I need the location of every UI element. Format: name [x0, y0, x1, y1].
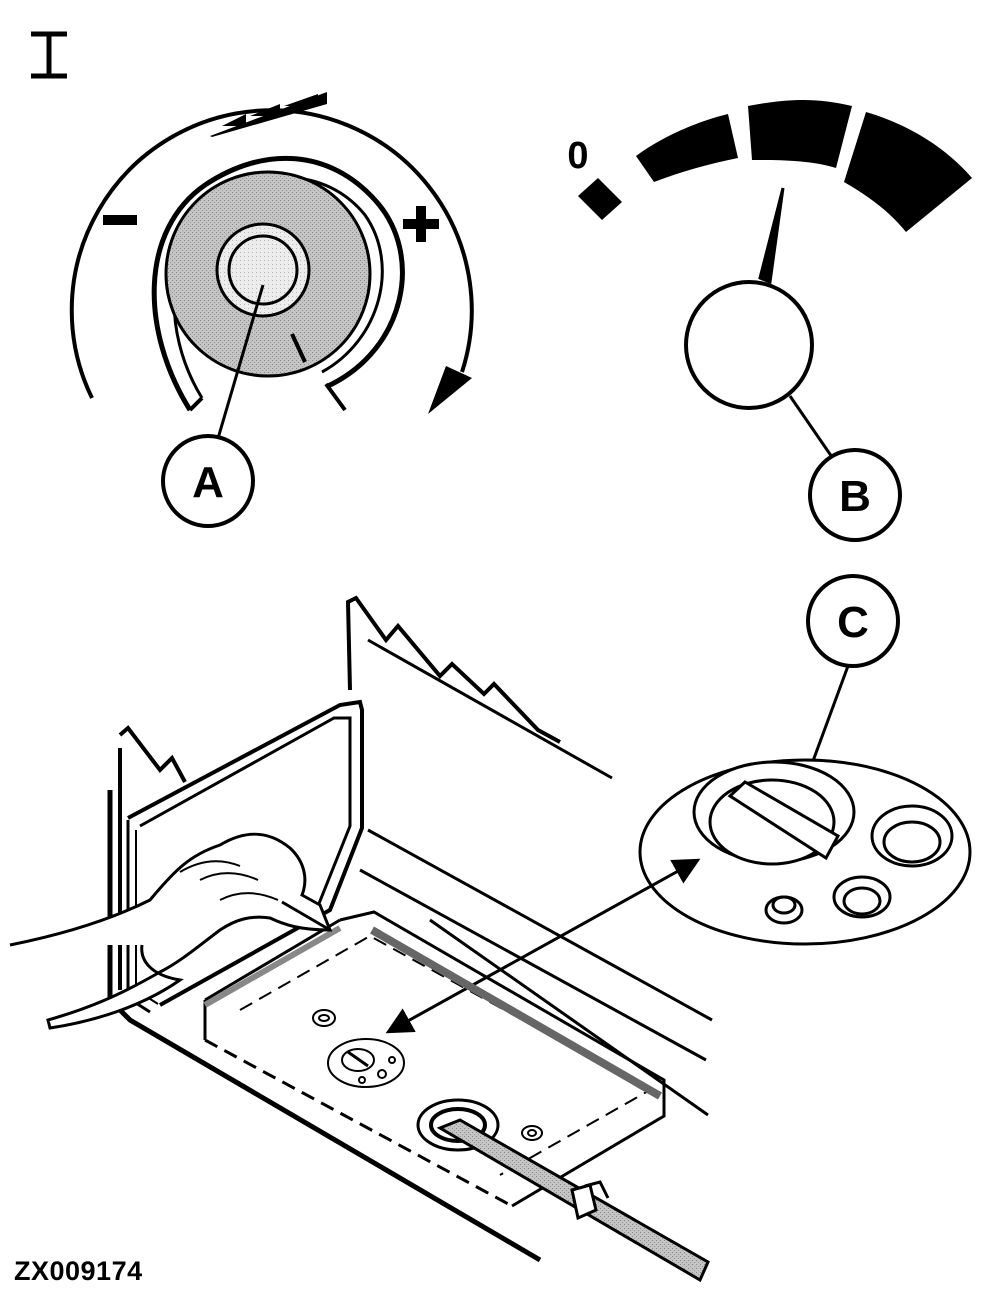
callout-a: A: [161, 434, 255, 528]
gauge-segment-3: [844, 112, 972, 232]
callout-b: B: [808, 448, 902, 542]
pointer-arrow: [385, 858, 701, 1034]
gauge-pointer: [758, 187, 785, 285]
setting-gauge: 0: [567, 100, 972, 461]
svg-text:A: A: [192, 458, 224, 507]
gauge-zero-label: 0: [567, 135, 588, 177]
power-cable: [436, 1118, 710, 1283]
svg-text:B: B: [839, 472, 871, 521]
hand: [9, 832, 333, 1030]
callout-c: C: [804, 574, 900, 781]
appliance-underside: [107, 595, 713, 1263]
temperature-dial: − +: [69, 92, 474, 453]
minus-sign-icon: [103, 215, 137, 225]
plus-sign-icon: [403, 206, 439, 242]
rotation-arc: [69, 108, 474, 399]
rotation-arrow-icon: [428, 366, 472, 414]
svg-text:C: C: [837, 598, 869, 647]
adjuster-detail: [638, 758, 972, 946]
gauge-segment-1: [636, 114, 738, 182]
panel-marker: I: [31, 31, 67, 79]
gauge-knob: [684, 280, 814, 410]
dial-bezel: [151, 155, 405, 412]
gauge-zero-mark: [578, 178, 622, 220]
gauge-segment-2: [748, 100, 852, 168]
reference-code: ZX009174: [14, 1256, 143, 1286]
